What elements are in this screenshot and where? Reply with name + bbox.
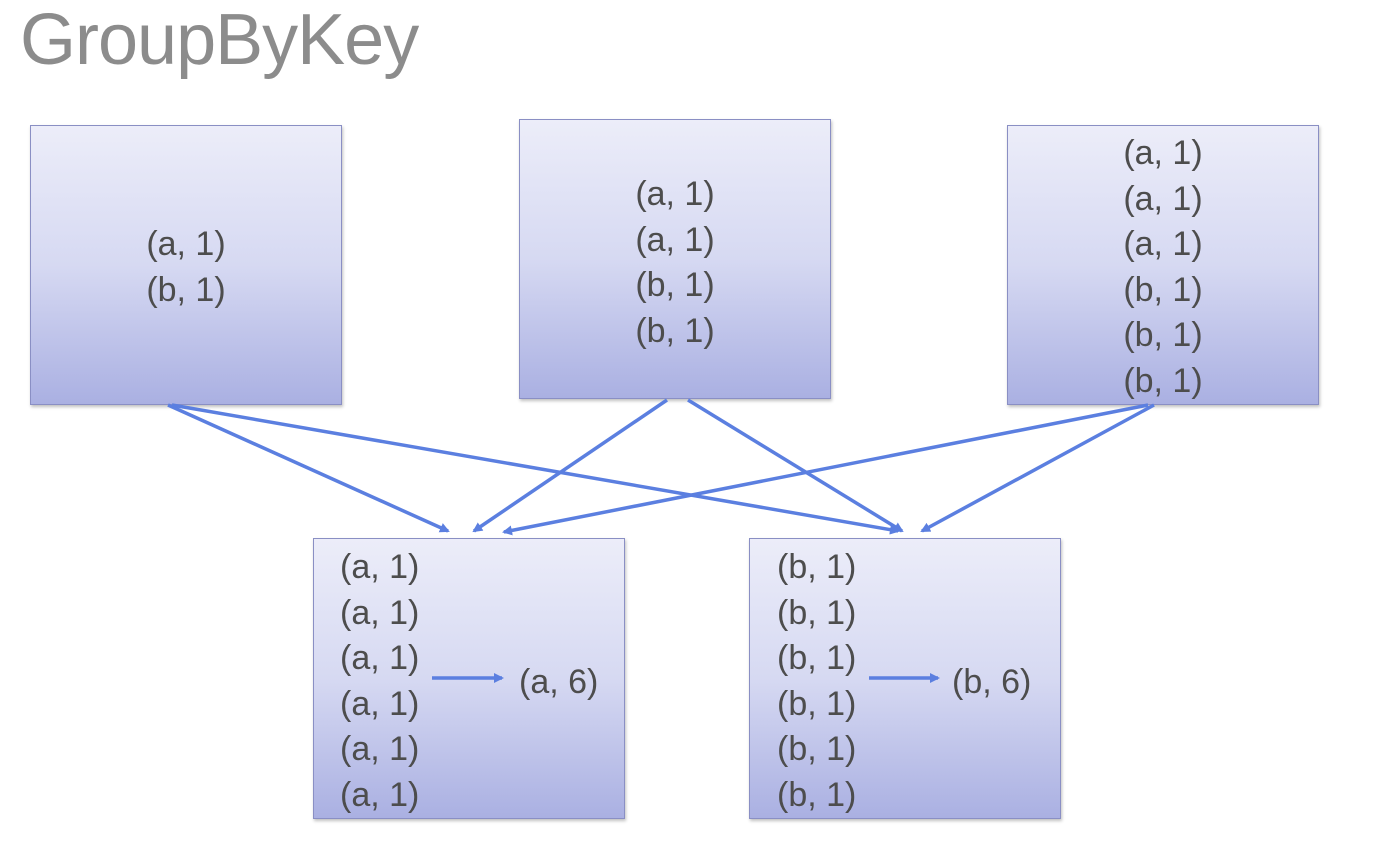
pair-item: (b, 1) — [1123, 270, 1203, 309]
pair-item: (b, 1) — [146, 270, 226, 309]
pair-item: (a, 1) — [340, 593, 420, 632]
pair-item: (a, 1) — [340, 730, 420, 768]
diagram-title: GroupByKey — [20, 0, 419, 80]
arrow-s1-to-b — [171, 403, 900, 535]
pair-item: (b, 1) — [777, 548, 857, 586]
source-partition-1: (a, 1) (b, 1) — [30, 125, 342, 405]
pair-item: (b, 1) — [777, 730, 857, 768]
pair-item: (b, 1) — [635, 311, 715, 350]
pair-item: (a, 1) — [635, 175, 715, 213]
pair-item: (a, 1) — [1123, 134, 1203, 172]
arrow-s1-to-a — [167, 403, 450, 533]
pair-list: (a, 1) (a, 1) (a, 1) (a, 1) (a, 1) (a, 1… — [340, 545, 419, 818]
pair-item: (a, 1) — [340, 639, 420, 677]
arrow-s2-to-b — [687, 398, 904, 533]
pair-item: (b, 1) — [777, 639, 857, 677]
pair-item: (b, 1) — [1123, 316, 1203, 354]
pair-item: (a, 1) — [340, 548, 420, 586]
arrow-s3-to-b — [920, 403, 1155, 533]
target-partition-a: (a, 1) (a, 1) (a, 1) (a, 1) (a, 1) (a, 1… — [313, 538, 625, 819]
pair-item: (b, 1) — [777, 775, 857, 814]
reduced-result: (b, 6) — [952, 663, 1032, 701]
source-partition-3: (a, 1) (a, 1) (a, 1) (b, 1) (b, 1) (b, 1… — [1007, 125, 1319, 405]
target-partition-b: (b, 1) (b, 1) (b, 1) (b, 1) (b, 1) (b, 1… — [749, 538, 1061, 819]
pair-item: (b, 1) — [777, 684, 857, 723]
pair-item: (b, 1) — [635, 266, 715, 304]
arrow-s3-to-a — [502, 403, 1149, 536]
pair-item: (a, 1) — [146, 225, 226, 263]
pair-item: (a, 1) — [635, 220, 715, 259]
pair-list: (a, 1) (a, 1) (b, 1) (b, 1) — [520, 172, 830, 354]
source-partition-2: (a, 1) (a, 1) (b, 1) (b, 1) — [519, 119, 831, 399]
pair-list: (b, 1) (b, 1) (b, 1) (b, 1) (b, 1) (b, 1… — [777, 545, 856, 818]
pair-item: (a, 1) — [340, 775, 420, 814]
pair-item: (a, 1) — [340, 684, 420, 723]
pair-item: (a, 1) — [1123, 225, 1203, 263]
arrow-s2-to-a — [472, 398, 668, 533]
pair-item: (a, 1) — [1123, 179, 1203, 218]
pair-list: (a, 1) (b, 1) — [31, 222, 341, 313]
pair-list: (a, 1) (a, 1) (a, 1) (b, 1) (b, 1) (b, 1… — [1008, 131, 1318, 404]
pair-item: (b, 1) — [1123, 361, 1203, 400]
pair-item: (b, 1) — [777, 593, 857, 632]
reduced-result: (a, 6) — [519, 663, 599, 701]
